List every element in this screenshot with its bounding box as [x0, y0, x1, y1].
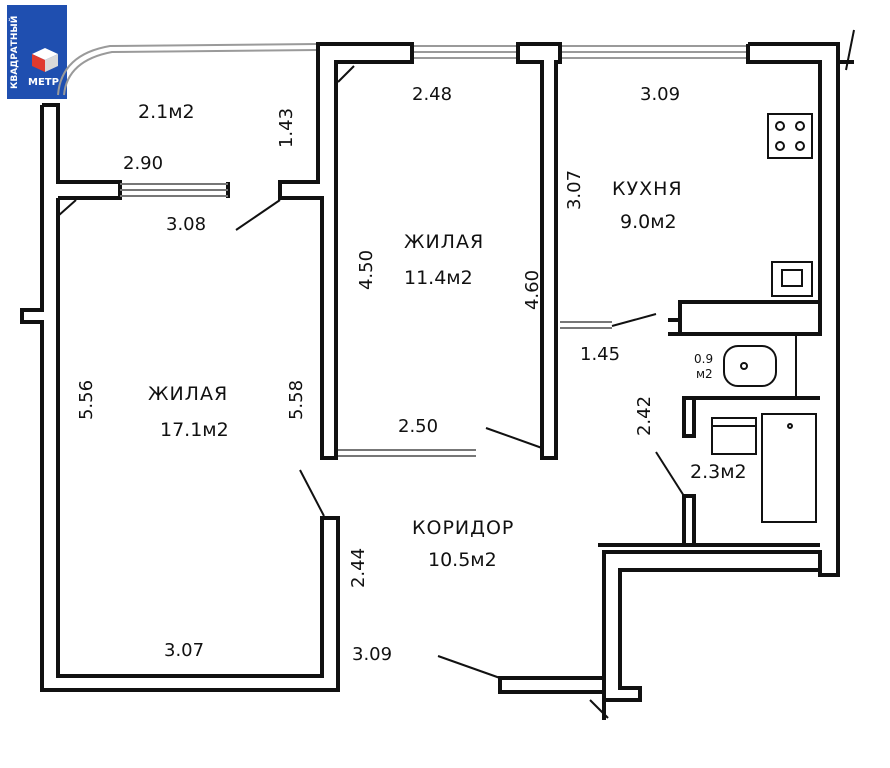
bath-area: 2.3м2	[690, 461, 747, 483]
living-large-area: 17.1м2	[160, 419, 229, 441]
dim-4-50: 4.50	[356, 250, 377, 290]
dim-3-09-top: 3.09	[640, 84, 680, 105]
wc-basin-icon	[723, 345, 777, 387]
dim-2-42: 2.42	[634, 396, 655, 436]
living-small-area: 11.4м2	[404, 267, 473, 289]
living-large-title: ЖИЛАЯ	[148, 383, 228, 405]
wc-area-line2: м2	[696, 367, 713, 381]
walls	[20, 29, 855, 720]
dim-3-09-bottom: 3.09	[352, 644, 392, 665]
dim-2-50: 2.50	[398, 416, 438, 437]
dim-2-90: 2.90	[123, 153, 163, 174]
living-small-title: ЖИЛАЯ	[404, 231, 484, 253]
dim-3-07-kitchen: 3.07	[564, 170, 585, 210]
dim-3-08: 3.08	[166, 214, 206, 235]
balcony-outline	[57, 43, 748, 96]
dim-5-56: 5.56	[76, 380, 97, 420]
bathtub-icon	[761, 413, 817, 523]
corridor-area: 10.5м2	[428, 549, 497, 571]
logo-text-line2: МЕТР	[28, 77, 59, 88]
dim-3-07-bottom: 3.07	[164, 640, 204, 661]
corridor-title: КОРИДОР	[412, 517, 514, 539]
kitchen-title: КУХНЯ	[612, 178, 683, 200]
kitchen-area: 9.0м2	[620, 211, 677, 233]
company-logo: КВАДРАТНЫЙ МЕТР	[7, 5, 67, 99]
wc-area-line1: 0.9	[694, 352, 713, 366]
window-openings	[120, 183, 612, 457]
door-swings	[57, 65, 685, 679]
dim-2-44: 2.44	[348, 548, 369, 588]
sink-icon	[771, 261, 813, 297]
washbasin-icon	[711, 417, 757, 455]
cube-logo-icon	[32, 48, 58, 72]
dim-1-45: 1.45	[580, 344, 620, 365]
dim-5-58: 5.58	[286, 380, 307, 420]
labels: 2.1м2 2.90 1.43 2.48 3.09 3.08 3.07 КУХН…	[76, 84, 747, 665]
dim-1-43: 1.43	[276, 108, 297, 148]
dim-4-60: 4.60	[522, 270, 543, 310]
dim-2-48: 2.48	[412, 84, 452, 105]
stove-icon	[767, 113, 813, 159]
balcony-area-label: 2.1м2	[138, 101, 195, 123]
